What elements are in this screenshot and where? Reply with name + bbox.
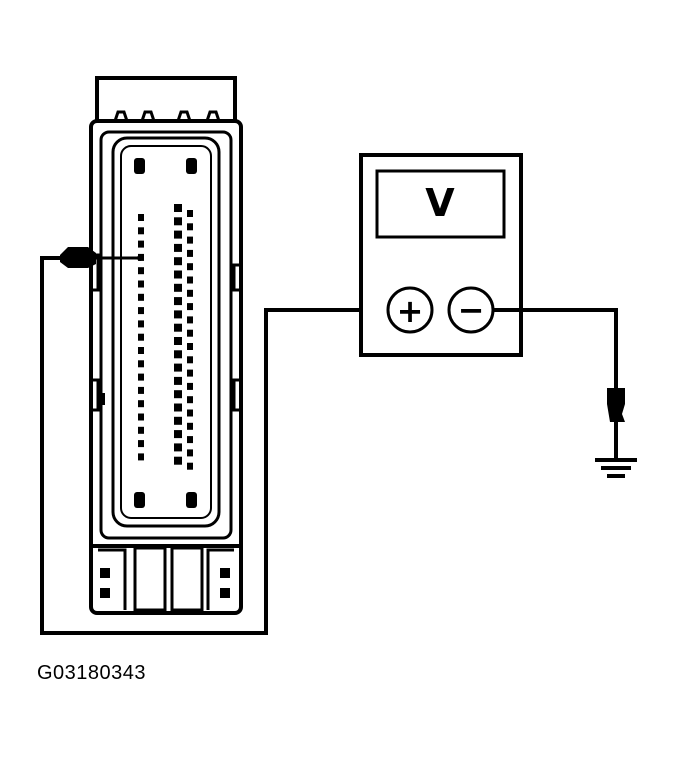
ground-symbol-icon <box>595 458 637 478</box>
connector-pin <box>138 453 144 461</box>
connector-pin <box>174 416 182 425</box>
connector-pin <box>174 376 182 385</box>
connector-pin <box>138 426 144 434</box>
connector-pin <box>187 210 193 217</box>
connector-pin <box>174 270 182 279</box>
connector-pin <box>138 240 144 248</box>
connector-pin <box>138 214 144 221</box>
connector-pin <box>187 289 193 297</box>
connector-pin <box>174 257 182 266</box>
connector-icon <box>89 76 243 615</box>
connector-pin <box>138 386 144 394</box>
connector-pin <box>174 230 182 239</box>
connector-pins <box>138 204 193 470</box>
connector-pin <box>187 276 193 284</box>
connector-pin <box>138 227 144 235</box>
connector-pin <box>187 422 193 430</box>
connector-pin <box>138 267 144 275</box>
connector-pin <box>138 413 144 421</box>
connector-pin <box>174 363 182 372</box>
connector-pin <box>138 333 144 341</box>
connector-pin <box>174 403 182 412</box>
connector-pin <box>187 236 193 244</box>
connector-pin <box>187 249 193 257</box>
connector-pin <box>187 356 193 364</box>
voltmeter-icon <box>359 153 523 357</box>
connector-pin <box>187 329 193 337</box>
connector-pin <box>187 382 193 390</box>
connector-pin <box>187 369 193 377</box>
meter-display-label: V <box>425 181 455 225</box>
connector-pin <box>187 449 193 457</box>
connector-pin <box>187 409 193 417</box>
connector-pin <box>138 280 144 288</box>
connector-pin <box>174 283 182 292</box>
connector-pin <box>174 310 182 319</box>
connector-pin <box>174 323 182 332</box>
probe-icon <box>60 247 143 268</box>
connector-pin <box>138 293 144 301</box>
connector-pin <box>174 350 182 359</box>
connector-pin <box>138 307 144 315</box>
connector-pin <box>174 243 182 252</box>
figure-id: G03180343 <box>37 662 147 684</box>
test-lead-negative <box>493 308 618 388</box>
connector-pin <box>187 436 193 444</box>
connector-pin <box>138 320 144 328</box>
connector-pin <box>187 396 193 404</box>
connector-pin <box>187 343 193 350</box>
connector-pin <box>138 440 144 448</box>
connector-pin <box>174 390 182 399</box>
test-lead-positive <box>40 256 388 635</box>
connector-pin <box>174 204 182 212</box>
connector-pin <box>187 316 193 324</box>
connector-pin <box>187 263 193 271</box>
connector-pin <box>138 400 144 408</box>
connector-pin <box>187 223 193 231</box>
positive-terminal-label: + <box>397 292 424 330</box>
connector-pin <box>138 360 144 368</box>
connector-pin <box>174 456 182 465</box>
connector-pin <box>174 430 182 439</box>
connector-pin <box>174 443 182 452</box>
connector-pin <box>174 297 182 306</box>
connector-pin <box>187 303 193 311</box>
connector-pin <box>138 347 144 354</box>
connector-pin <box>174 337 182 345</box>
negative-terminal-label: − <box>458 291 485 329</box>
connector-pin <box>187 462 193 470</box>
connector-pin <box>174 217 182 226</box>
positive-terminal <box>386 286 434 334</box>
ground-clip-icon <box>607 388 625 460</box>
connector-pin <box>138 373 144 381</box>
